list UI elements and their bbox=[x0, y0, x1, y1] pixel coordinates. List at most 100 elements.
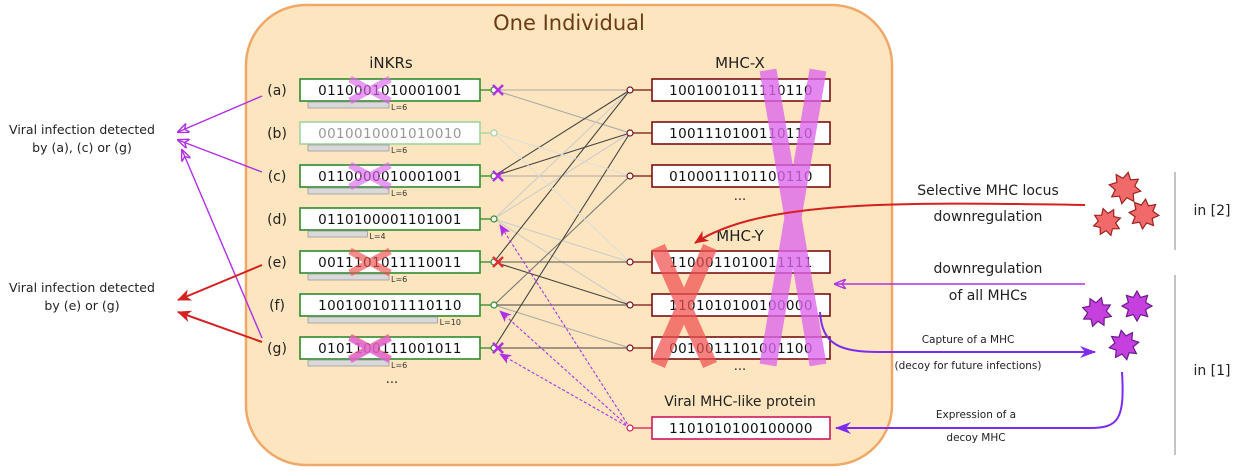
capture-arrow bbox=[819, 311, 1096, 358]
mhc-bits: 0100011101100110 bbox=[669, 169, 813, 185]
mhc-node bbox=[626, 86, 634, 94]
inkr-length-label: L=4 bbox=[369, 232, 385, 241]
inkr-length-label: L=6 bbox=[391, 146, 407, 155]
detection-label-1-line2: by (a), (c) or (g) bbox=[32, 140, 132, 155]
inkr-ellipsis: ... bbox=[386, 372, 398, 387]
detection-label-1-line1: Viral infection detected bbox=[9, 122, 155, 137]
mhc-box bbox=[651, 78, 831, 102]
mhc-bits: 1001001011110110 bbox=[669, 83, 813, 99]
viral-decoy-link bbox=[499, 310, 631, 429]
inkr-row-label: (b) bbox=[267, 126, 287, 142]
mhc-bits: 1001110100110110 bbox=[669, 126, 813, 142]
viruses-red bbox=[1092, 171, 1161, 237]
inkr-length-label: L=10 bbox=[440, 318, 461, 327]
mhc-bits: 0010011101001100 bbox=[669, 341, 813, 357]
mhc-x-row: 1001001011110110 bbox=[626, 78, 831, 102]
inkr-g-cross-purple bbox=[348, 334, 392, 364]
mhc-node bbox=[626, 301, 634, 309]
all-downregulation-line2: of all MHCs bbox=[949, 288, 1027, 304]
inkr-bits: 0010010001010010 bbox=[318, 126, 462, 142]
arrow-e-to-detect2 bbox=[177, 264, 263, 301]
viruses-purple bbox=[1081, 289, 1154, 361]
virus-red-icon bbox=[1127, 197, 1161, 231]
expression-line1: Expression of a bbox=[936, 409, 1016, 421]
ref-1-label: in [1] bbox=[1193, 363, 1230, 379]
mhc-y-header: MHC-Y bbox=[716, 227, 764, 245]
inkr-length-bar bbox=[307, 101, 390, 109]
inkr-bits: 0011101011110011 bbox=[318, 255, 462, 271]
mechanism-arrows bbox=[694, 202, 1124, 434]
mhc-box bbox=[651, 416, 831, 440]
mhc-node bbox=[626, 344, 634, 352]
arrow-a-to-detect1 bbox=[178, 95, 263, 132]
inkr-mhc-link bbox=[493, 89, 631, 134]
expression-arrow bbox=[835, 371, 1124, 434]
ref-2-label: in [2] bbox=[1193, 203, 1230, 219]
virus-purple-icon bbox=[1081, 296, 1113, 328]
inkr-bits: 0110100001101001 bbox=[318, 212, 462, 228]
arrow-g-to-detect1 bbox=[182, 150, 263, 339]
mhc-node bbox=[626, 129, 634, 137]
virus-purple-icon bbox=[1108, 329, 1140, 361]
inkr-length-label: L=6 bbox=[391, 361, 407, 370]
inkr-node bbox=[490, 301, 498, 309]
mhc-x-header: MHC-X bbox=[715, 54, 765, 72]
inkr-mhc-link bbox=[493, 132, 631, 177]
inkr-bits: 0110000010001001 bbox=[318, 169, 462, 185]
inkr-bits: 1001001011110110 bbox=[318, 298, 462, 314]
capture-line1: Capture of a MHC bbox=[922, 334, 1015, 346]
individual-title: One Individual bbox=[493, 11, 645, 35]
inkr-mhc-link bbox=[493, 89, 631, 263]
mhc-x-ellipsis: ... bbox=[734, 189, 746, 204]
inkr-e-cross bbox=[348, 247, 392, 277]
inkr-row-label: (g) bbox=[267, 341, 287, 357]
virus-purple-icon bbox=[1120, 289, 1154, 323]
selective-downregulation-line1: Selective MHC locus bbox=[917, 183, 1059, 199]
arrow-c-to-detect1 bbox=[178, 140, 263, 173]
inkr-mhc-link bbox=[493, 89, 631, 177]
viral-decoy-link bbox=[499, 224, 631, 429]
viral-header: Viral MHC-like protein bbox=[664, 394, 815, 410]
mhc-node bbox=[626, 172, 634, 180]
selective-downregulation-line2: downregulation bbox=[934, 209, 1043, 225]
viral-protein-row: 1101010100100000 bbox=[626, 416, 831, 440]
inkr-row-label: (c) bbox=[268, 169, 287, 185]
inkr-bits: 0101100111001011 bbox=[318, 341, 462, 357]
inkr-length-bar bbox=[307, 316, 439, 324]
inkr-row-label: (f) bbox=[269, 298, 285, 314]
inkr-c-cross bbox=[348, 161, 392, 191]
inkr-row-label: (d) bbox=[267, 212, 287, 228]
mhc-y-selective-cross bbox=[651, 243, 717, 369]
mhc-bits: 1101010100100000 bbox=[669, 421, 813, 437]
mhc-node bbox=[626, 258, 634, 266]
connection-lines bbox=[493, 89, 631, 429]
arrow-g-to-detect2 bbox=[177, 310, 263, 343]
expression-line2: decoy MHC bbox=[946, 432, 1005, 444]
inkr-length-bar bbox=[307, 187, 390, 195]
virus-red-icon bbox=[1092, 207, 1122, 237]
inkr-header: iNKRs bbox=[369, 54, 413, 72]
detection-label-2-line2: by (e) or (g) bbox=[44, 298, 119, 313]
inkr-length-label: L=6 bbox=[391, 103, 407, 112]
selective-arrow bbox=[694, 202, 1086, 244]
inkr-a-cross bbox=[348, 75, 392, 105]
inkr-length-bar bbox=[307, 144, 390, 152]
mhc-node bbox=[626, 424, 634, 432]
inkr-c-node-x bbox=[492, 170, 504, 182]
all-downregulation-line1: downregulation bbox=[934, 261, 1043, 277]
inkr-mhc-link bbox=[493, 132, 631, 263]
inkr-node bbox=[490, 129, 498, 137]
inkr-mhc-link bbox=[493, 261, 631, 306]
inkr-g-node-x-purple bbox=[492, 342, 504, 354]
mhc-all-downregulation-cross bbox=[759, 68, 827, 367]
inkr-length-label: L=6 bbox=[391, 275, 407, 284]
inkr-length-bar bbox=[307, 273, 390, 281]
virus-red-icon bbox=[1108, 171, 1142, 205]
